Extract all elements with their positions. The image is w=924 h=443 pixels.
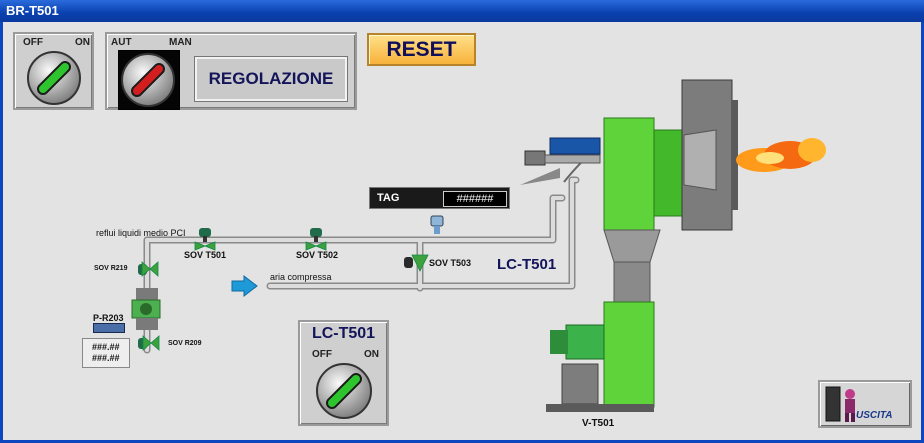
exit-door-icon: [825, 386, 855, 422]
readout-box: [82, 338, 130, 368]
window-title-bar: BR-T501: [0, 0, 924, 22]
window-title: BR-T501: [6, 3, 59, 18]
lc-panel-title: LC-T501: [311, 325, 376, 342]
tag-label: TAG: [377, 192, 400, 204]
pump-label: P-R203: [93, 313, 124, 323]
autman-knob[interactable]: [121, 53, 175, 107]
exit-label: USCITA: [856, 410, 893, 421]
onoff-knob[interactable]: [27, 51, 81, 105]
tag-value: ######: [443, 191, 507, 207]
on-label: ON: [75, 37, 90, 48]
lc-t501-switch-panel: LC-T501 OFF ON: [298, 320, 389, 426]
tag-display[interactable]: TAG ######: [369, 187, 510, 209]
lc-off-label: OFF: [312, 349, 332, 360]
onoff-switch-panel: OFF ON: [13, 32, 94, 110]
lc-knob[interactable]: [316, 363, 372, 419]
valve-sov-t502-label[interactable]: SOV T502: [296, 250, 339, 260]
controller-label: LC-T501: [497, 256, 557, 273]
valve-sov-r219-label[interactable]: SOV R219: [94, 265, 128, 272]
lc-on-label: ON: [364, 349, 379, 360]
burner-label: V-T501: [582, 418, 615, 429]
regolazione-button[interactable]: REGOLAZIONE: [194, 56, 348, 102]
aut-label: AUT: [111, 37, 132, 48]
exit-button[interactable]: USCITA: [818, 380, 912, 428]
off-label: OFF: [23, 37, 43, 48]
knob-lever-red-icon: [131, 63, 165, 97]
readout-1: ###.##: [92, 342, 120, 352]
valve-sov-t501-label[interactable]: SOV T501: [184, 250, 227, 260]
valve-sov-t503-label[interactable]: SOV T503: [429, 258, 472, 268]
line1-label: reflui liquidi medio PCI: [96, 228, 186, 238]
man-label: MAN: [169, 37, 192, 48]
window-frame: [0, 22, 924, 443]
reset-button[interactable]: RESET: [367, 33, 476, 66]
lc-knob-lever-green-icon: [326, 373, 362, 409]
valve-sov-r209-label[interactable]: SOV R209: [168, 340, 202, 347]
knob-lever-green-icon: [37, 61, 71, 95]
readout-2: ###.##: [92, 353, 120, 363]
pump-status-indicator: [93, 323, 125, 333]
line2-label: aria compressa: [270, 272, 332, 282]
